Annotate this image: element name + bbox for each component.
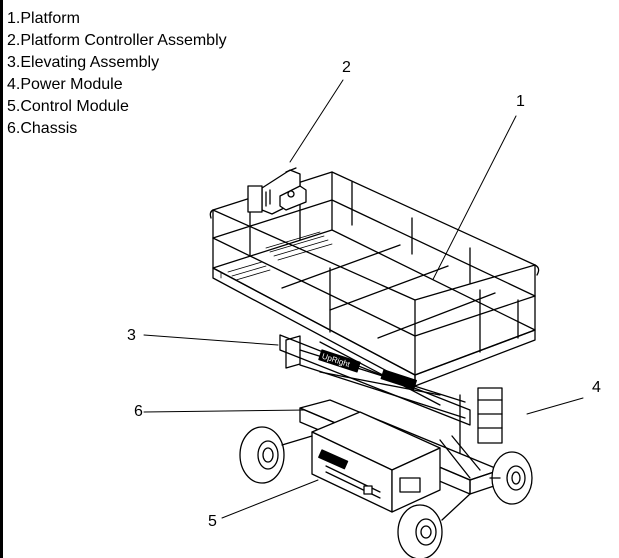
legend-item-platform-controller: 2.Platform Controller Assembly: [7, 32, 227, 49]
callout-6: 6: [134, 403, 143, 420]
legend-item-elevating-assembly: 3.Elevating Assembly: [7, 54, 160, 71]
legend-item-control-module: 5.Control Module: [7, 98, 129, 115]
wheels: [239, 426, 533, 558]
platform-deck: [212, 229, 536, 387]
callout-3: 3: [127, 327, 136, 344]
frame-left-border: [0, 0, 3, 558]
platform-controller: [247, 167, 307, 215]
callout-1: 1: [516, 93, 525, 110]
leader-lines: [143, 79, 584, 519]
platform-guardrails: [209, 171, 540, 376]
callout-5: 5: [208, 513, 217, 530]
legend-item-chassis: 6.Chassis: [7, 120, 78, 137]
legend-item-power-module: 4.Power Module: [7, 76, 123, 93]
callout-2: 2: [342, 59, 351, 76]
axle-links: [281, 435, 501, 521]
callout-4: 4: [592, 379, 601, 396]
legend-item-platform: 1.Platform: [7, 10, 80, 27]
component-legend: 1.Platform 2.Platform Controller Assembl…: [7, 8, 227, 140]
scissor-assembly: UpRight: [279, 334, 503, 471]
control-module: [311, 411, 441, 513]
